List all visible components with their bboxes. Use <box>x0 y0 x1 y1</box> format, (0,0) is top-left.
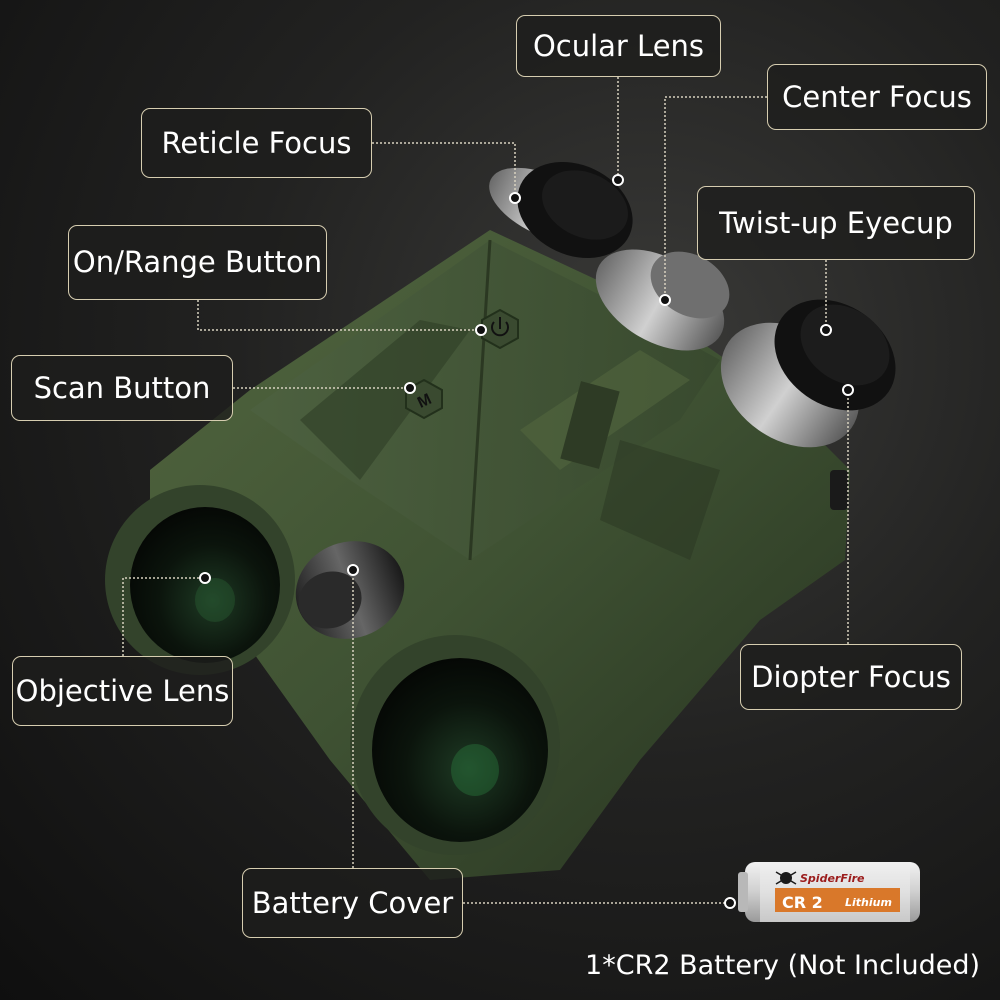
callout-center-focus: Center Focus <box>767 64 987 130</box>
power-button <box>481 308 519 350</box>
mode-button: M <box>405 378 443 420</box>
right-eyepiece <box>720 299 896 448</box>
dot-objective-lens <box>199 572 211 584</box>
mode-icon: M <box>415 391 434 412</box>
spider-logo-icon <box>775 871 797 885</box>
leader-center-focus <box>664 96 767 298</box>
cr2-battery: SpiderFire CR 2 Lithium <box>738 862 920 922</box>
battery-brand: SpiderFire <box>800 872 865 885</box>
dot-ocular-lens <box>612 174 624 186</box>
strap-lug <box>830 470 848 510</box>
callout-twist-up-eyecup: Twist-up Eyecup <box>697 186 975 260</box>
battery-chemistry: Lithium <box>845 896 892 909</box>
battery-cover-knob <box>295 541 405 639</box>
right-objective-barrel <box>350 635 560 855</box>
callout-diopter-focus: Diopter Focus <box>740 644 962 710</box>
callout-scan-button: Scan Button <box>11 355 233 421</box>
dot-scan-button <box>404 382 416 394</box>
callout-ocular-lens: Ocular Lens <box>516 15 721 77</box>
leader-lines <box>122 77 849 904</box>
leader-objective-lens <box>122 577 205 656</box>
callout-objective-lens: Objective Lens <box>12 656 233 726</box>
dot-reticle-focus <box>509 192 521 204</box>
dot-twist-up-eyecup <box>820 324 832 336</box>
battery-model: CR 2 <box>782 893 823 912</box>
dot-center-focus <box>659 294 671 306</box>
callout-battery-cover: Battery Cover <box>242 868 463 938</box>
callout-on-range-button: On/Range Button <box>68 225 327 300</box>
leader-on-range-button <box>197 300 480 331</box>
callout-reticle-focus: Reticle Focus <box>141 108 372 178</box>
left-eyepiece <box>489 161 633 259</box>
dot-on-range-button <box>475 324 487 336</box>
dot-battery-cover <box>347 564 359 576</box>
dot-diopter-focus <box>842 384 854 396</box>
battery-footnote: 1*CR2 Battery (Not Included) <box>585 950 980 981</box>
leader-dots <box>199 174 854 909</box>
power-icon <box>491 317 509 337</box>
dot-battery <box>724 897 736 909</box>
binocular-body <box>150 230 850 880</box>
